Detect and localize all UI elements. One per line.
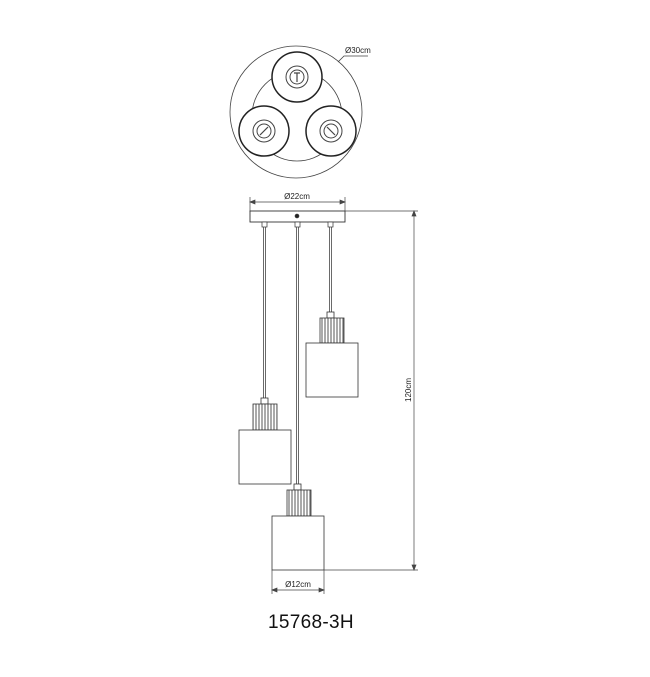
pendant-right (305, 311, 359, 398)
outer-circle (229, 45, 363, 179)
height-dimension (324, 210, 418, 571)
top-diameter-label: Ø30cm (345, 46, 371, 55)
socket-right (305, 105, 357, 157)
top-view (229, 45, 368, 179)
pendant-bottom (271, 483, 325, 571)
height-label: 120cm (404, 378, 413, 402)
cords (263, 227, 332, 485)
canopy (249, 210, 346, 228)
model-number: 15768-3H (268, 612, 354, 633)
pendant-left (238, 397, 292, 485)
diameter-leader (337, 55, 368, 63)
canopy-diameter-label: Ø22cm (284, 192, 310, 201)
canopy-dimension (249, 197, 346, 212)
shade-dimension (271, 570, 325, 594)
socket-left (238, 105, 290, 157)
socket-top (271, 51, 323, 103)
shade-diameter-label: Ø12cm (285, 580, 311, 589)
